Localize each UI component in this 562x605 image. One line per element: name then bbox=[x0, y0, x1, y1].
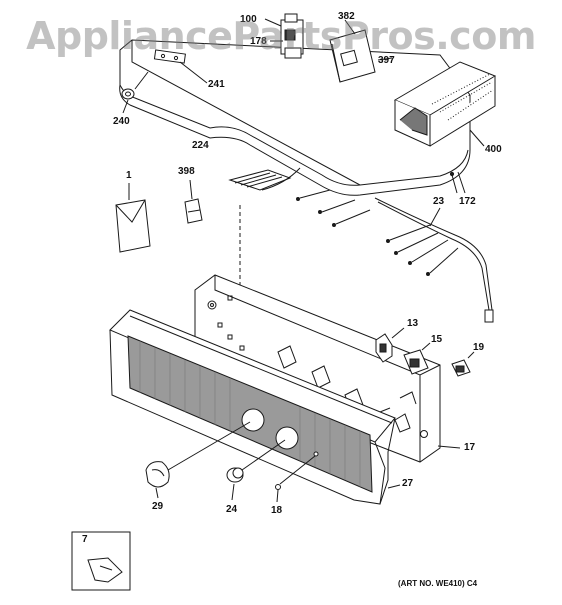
board-100 bbox=[264, 13, 304, 59]
envelope-1 bbox=[115, 183, 151, 253]
inset-box-7 bbox=[71, 531, 131, 591]
switch-19 bbox=[451, 351, 475, 377]
callout-1: 1 bbox=[126, 170, 132, 181]
art-number: (ART NO. WE410) C4 bbox=[398, 579, 478, 588]
callout-224: 224 bbox=[192, 140, 209, 151]
switch-13 bbox=[375, 327, 405, 363]
grommet-240 bbox=[121, 88, 135, 114]
button-18 bbox=[275, 455, 316, 503]
callout-17: 17 bbox=[464, 442, 476, 453]
label-398 bbox=[184, 179, 203, 224]
switch-15 bbox=[403, 342, 431, 375]
callout-178: 178 bbox=[250, 36, 267, 47]
callout-18: 18 bbox=[271, 505, 283, 516]
clip-241 bbox=[153, 49, 208, 84]
knob-29 bbox=[145, 421, 251, 499]
wire-harness-23 bbox=[374, 197, 494, 323]
callout-240: 240 bbox=[113, 116, 130, 127]
wire-leads bbox=[296, 189, 371, 227]
bracket-382 bbox=[329, 19, 393, 83]
top-panel bbox=[119, 39, 471, 196]
screw-172 bbox=[449, 171, 466, 194]
ribbon-cable bbox=[228, 167, 301, 191]
callout-23: 23 bbox=[433, 196, 445, 207]
callout-13: 13 bbox=[407, 318, 419, 329]
callout-19: 19 bbox=[473, 342, 485, 353]
knob-24 bbox=[226, 439, 286, 501]
callout-27: 27 bbox=[402, 478, 414, 489]
callout-241: 241 bbox=[208, 79, 225, 90]
control-box-400 bbox=[393, 61, 497, 147]
callout-7: 7 bbox=[82, 534, 88, 545]
callout-400: 400 bbox=[485, 144, 502, 155]
bezel-holes bbox=[241, 408, 319, 457]
callout-15: 15 bbox=[431, 334, 443, 345]
callout-100: 100 bbox=[240, 14, 257, 25]
callout-172: 172 bbox=[459, 196, 476, 207]
callout-24: 24 bbox=[226, 504, 238, 515]
callout-398: 398 bbox=[178, 166, 195, 177]
callout-397: 397 bbox=[378, 55, 395, 66]
bezel-grille-lines bbox=[139, 341, 361, 487]
callout-382: 382 bbox=[338, 11, 355, 22]
callout-29: 29 bbox=[152, 501, 164, 512]
